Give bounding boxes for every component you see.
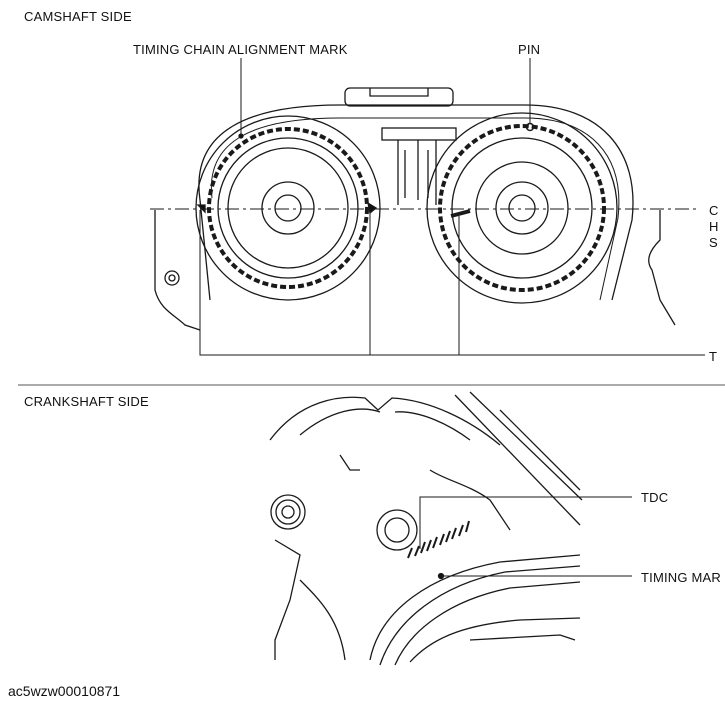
crankshaft-section-title: CRANKSHAFT SIDE [24, 394, 149, 409]
right-label-c: C [709, 203, 719, 218]
crankshaft-pulley [369, 554, 581, 661]
figure-code: ac5wzw00010871 [8, 683, 121, 699]
pin-hole [525, 122, 535, 132]
right-camshaft-sprocket [426, 112, 618, 304]
tdc-label: TDC [641, 490, 669, 505]
camshaft-section-title: CAMSHAFT SIDE [24, 9, 132, 24]
right-label-t: T [709, 349, 718, 364]
alignment-mark-right [450, 209, 471, 218]
alignment-mark-left [196, 204, 206, 214]
pin-label: PIN [518, 42, 541, 57]
tdc-leader [419, 496, 632, 549]
left-camshaft-sprocket [195, 115, 381, 301]
camshaft-drawing [150, 58, 705, 356]
timing-mark-label: TIMING MAR [641, 570, 721, 585]
alignment-mark-middle [367, 201, 378, 215]
alignment-mark-label: TIMING CHAIN ALIGNMENT MARK [133, 42, 348, 57]
crankshaft-drawing [269, 391, 632, 666]
timing-mark-bracket [199, 210, 705, 356]
right-label-h: H [709, 219, 719, 234]
timing-chain [198, 104, 634, 301]
tensioner-block [381, 127, 457, 141]
chain-guide-top [344, 87, 454, 107]
tdc-boss [376, 509, 418, 551]
tdc-scale [407, 520, 470, 559]
right-label-s: S [709, 235, 718, 250]
